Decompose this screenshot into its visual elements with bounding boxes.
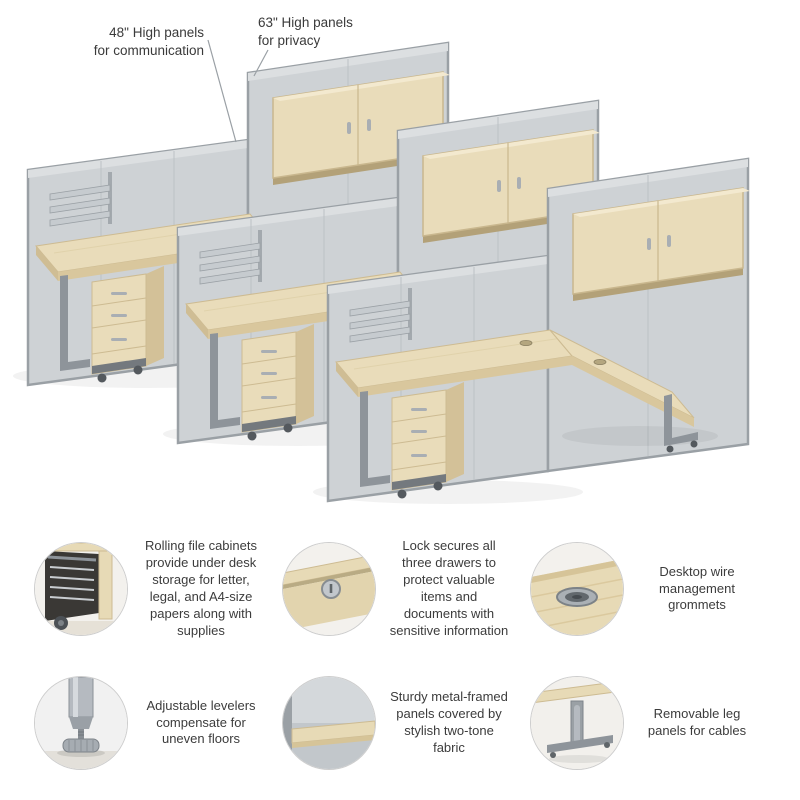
feature-adjustable-levelers: Adjustable levelers compensate for uneve… <box>34 664 282 782</box>
file-cabinet-detail-icon <box>35 543 127 635</box>
fabric-panel-icon <box>283 677 375 769</box>
feature-callouts: Rolling file cabinets provide under desk… <box>0 530 800 782</box>
wire-grommet-detail-photo <box>530 542 624 636</box>
wire-grommet <box>593 358 607 365</box>
annotation-63-inch-panels: 63" High panels for privacy <box>258 15 353 48</box>
feature-drawer-lock: Lock secures all three drawers to protec… <box>282 530 530 648</box>
return-desk-front-edge <box>572 356 694 427</box>
feature-text: Desktop wire management grommets <box>659 563 735 613</box>
feature-rolling-file-cabinets: Rolling file cabinets provide under desk… <box>34 530 282 648</box>
feature-fabric-panels: Sturdy metal-framed panels covered by st… <box>282 664 530 782</box>
feature-text: Lock secures all three drawers to protec… <box>389 538 509 638</box>
leveler-foot <box>690 440 698 448</box>
fabric-panel-detail-photo <box>282 676 376 770</box>
feature-text: Removable leg panels for cables <box>647 706 747 738</box>
feature-text: Rolling file cabinets provide under desk… <box>144 538 257 638</box>
leveler-foot <box>666 445 674 453</box>
file-cabinet-detail-photo <box>34 542 128 636</box>
leg-panel-icon <box>531 677 623 769</box>
feature-wire-grommets: Desktop wire management grommets <box>530 530 778 648</box>
drawer-lock-icon <box>283 543 375 635</box>
drawer-lock-detail-photo <box>282 542 376 636</box>
annotation-48-inch-panels: 48" High panels for communication <box>93 25 204 58</box>
leader-line-48 <box>207 39 237 143</box>
feature-text: Sturdy metal-framed panels covered by st… <box>390 689 508 755</box>
leveler-foot-icon <box>35 677 127 769</box>
leg-panel-detail-photo <box>530 676 624 770</box>
product-scene: 48" High panels for communication 63" Hi… <box>11 15 752 506</box>
wire-grommet-icon <box>531 543 623 635</box>
leveler-detail-photo <box>34 676 128 770</box>
return-desk <box>549 329 718 453</box>
workstation-scene <box>11 39 752 506</box>
feature-text: Adjustable levelers compensate for uneve… <box>146 697 256 747</box>
leader-line-63 <box>253 49 269 77</box>
feature-leg-panels: Removable leg panels for cables <box>530 664 778 782</box>
metal-leg <box>664 394 698 446</box>
